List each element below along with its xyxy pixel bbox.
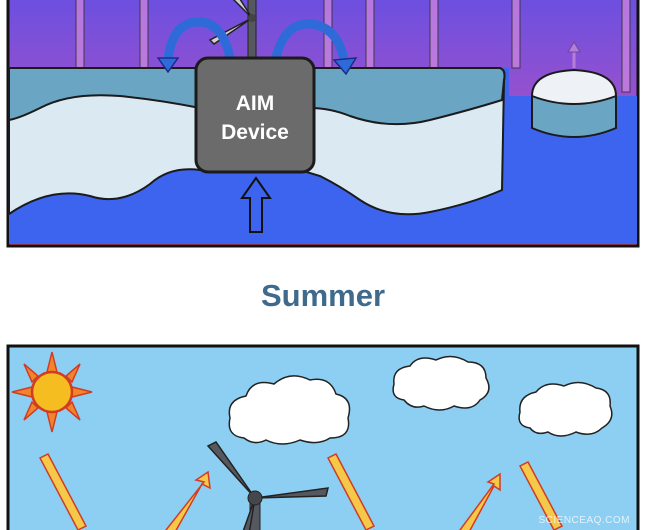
watermark-text: SCIENCEAQ.COM [538, 515, 630, 526]
small-iceberg [530, 41, 618, 138]
up-arrow-icon [240, 176, 272, 233]
season-label-summer: Summer [260, 278, 386, 313]
device-label-line2: Device [221, 121, 289, 144]
aim-device [194, 56, 316, 174]
winter-panel [6, 0, 640, 248]
device-label-line1: AIM [235, 92, 275, 115]
cloud-icon [228, 375, 351, 445]
cloud-icon [392, 355, 490, 411]
sunbeam-arrows [38, 453, 564, 530]
cloud-icon [518, 381, 613, 437]
curved-arrow-icon [156, 17, 358, 76]
wind-turbine-icon [206, 441, 329, 530]
summer-panel [6, 344, 640, 530]
sun-icon [11, 351, 93, 433]
